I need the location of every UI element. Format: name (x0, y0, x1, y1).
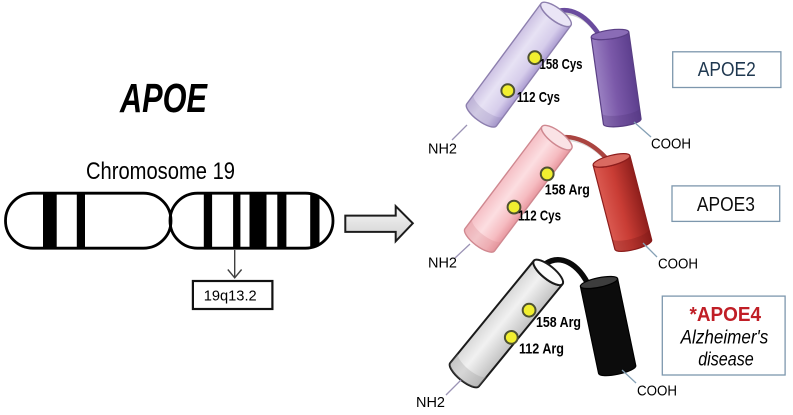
svg-text:NH2: NH2 (428, 140, 457, 157)
svg-text:disease: disease (698, 350, 754, 371)
svg-text:NH2: NH2 (428, 255, 457, 272)
svg-text:APOE2: APOE2 (698, 59, 756, 81)
svg-text:APOE: APOE (119, 75, 208, 121)
svg-text:158 Cys: 158 Cys (540, 56, 583, 73)
svg-text:112 Arg: 112 Arg (519, 341, 564, 358)
svg-text:Alzheimer's: Alzheimer's (680, 328, 769, 349)
svg-text:COOH: COOH (651, 136, 691, 153)
svg-text:*APOE4: *APOE4 (690, 304, 762, 326)
svg-text:158 Arg: 158 Arg (536, 314, 581, 331)
svg-text:COOH: COOH (637, 382, 677, 399)
svg-text:COOH: COOH (658, 256, 698, 273)
svg-text:158 Arg: 158 Arg (545, 182, 590, 199)
svg-text:Chromosome 19: Chromosome 19 (86, 158, 235, 185)
svg-text:NH2: NH2 (416, 394, 445, 410)
svg-text:112 Cys: 112 Cys (517, 89, 560, 106)
svg-text:112 Cys: 112 Cys (518, 208, 561, 225)
svg-text:APOE3: APOE3 (697, 194, 755, 216)
svg-text:19q13.2: 19q13.2 (204, 288, 257, 305)
